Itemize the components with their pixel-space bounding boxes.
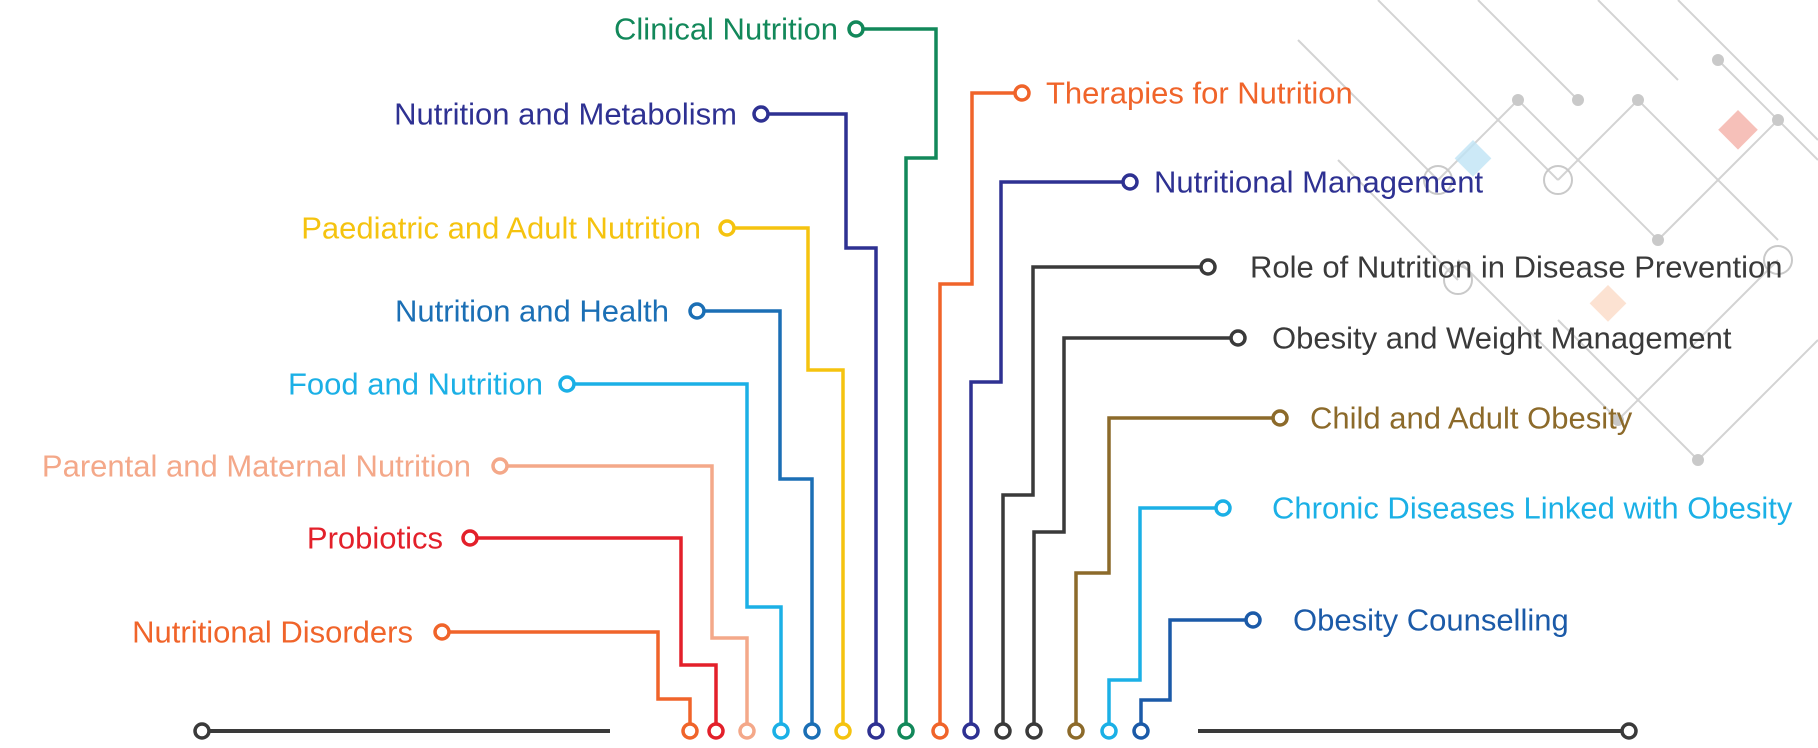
base-node-chronic-diseases-linked-with-obesity — [1100, 722, 1118, 740]
right-baseline-end-node — [1620, 722, 1638, 740]
base-node-nutrition-and-health — [803, 722, 821, 740]
topic-nutritional-disorders[interactable]: Nutritional Disorders — [132, 614, 413, 650]
topic-food-and-nutrition[interactable]: Food and Nutrition — [287, 366, 543, 402]
connector-paediatric-and-adult-nutrition — [727, 226, 845, 731]
base-node-nutrition-and-metabolism — [867, 722, 885, 740]
label-node-nutritional-management — [1121, 173, 1139, 191]
circuit-pattern-background — [1297, 0, 1818, 466]
label-node-obesity-counselling — [1244, 611, 1262, 629]
label-node-role-of-nutrition-in-disease-prevention — [1199, 258, 1217, 276]
topic-nutrition-and-health[interactable]: Nutrition and Health — [395, 293, 669, 329]
base-node-clinical-nutrition — [897, 722, 915, 740]
label-node-therapies-for-nutrition — [1013, 84, 1031, 102]
connector-obesity-counselling — [1139, 618, 1253, 731]
base-node-therapies-for-nutrition — [931, 722, 949, 740]
connector-nutrition-and-health — [697, 309, 814, 731]
label-node-paediatric-and-adult-nutrition — [718, 219, 736, 237]
topic-obesity-counselling[interactable]: Obesity Counselling — [1293, 602, 1569, 638]
connector-nutritional-disorders — [442, 630, 692, 731]
connector-role-of-nutrition-in-disease-prevention — [1001, 265, 1208, 731]
decorative-diamond — [1589, 285, 1627, 322]
connector-parental-and-maternal-nutrition — [500, 464, 749, 731]
label-node-probiotics — [461, 529, 479, 547]
label-node-obesity-and-weight-management — [1229, 329, 1247, 347]
connector-nutritional-management — [969, 180, 1130, 731]
label-node-nutritional-disorders — [433, 623, 451, 641]
connector-food-and-nutrition — [567, 382, 783, 731]
connector-probiotics — [470, 536, 718, 731]
connector-therapies-for-nutrition — [938, 91, 1022, 731]
base-node-paediatric-and-adult-nutrition — [834, 722, 852, 740]
topic-obesity-and-weight-management[interactable]: Obesity and Weight Management — [1272, 320, 1732, 356]
base-node-obesity-and-weight-management — [1025, 722, 1043, 740]
left-baseline-end-node — [193, 722, 211, 740]
base-node-nutritional-management — [962, 722, 980, 740]
topic-chronic-diseases-linked-with-obesity[interactable]: Chronic Diseases Linked with Obesity — [1272, 490, 1793, 526]
label-node-clinical-nutrition — [847, 20, 865, 38]
connector-child-and-adult-obesity — [1074, 416, 1280, 731]
base-node-nutritional-disorders — [681, 722, 699, 740]
base-node-child-and-adult-obesity — [1067, 722, 1085, 740]
topic-nutrition-and-metabolism[interactable]: Nutrition and Metabolism — [394, 96, 737, 132]
connector-nutrition-and-metabolism — [761, 112, 878, 731]
base-node-obesity-counselling — [1132, 722, 1150, 740]
base-node-role-of-nutrition-in-disease-prevention — [994, 722, 1012, 740]
label-node-chronic-diseases-linked-with-obesity — [1214, 499, 1232, 517]
connector-obesity-and-weight-management — [1032, 336, 1238, 731]
label-node-food-and-nutrition — [558, 375, 576, 393]
label-node-nutrition-and-metabolism — [752, 105, 770, 123]
connector-clinical-nutrition — [856, 27, 938, 731]
topic-therapies-for-nutrition[interactable]: Therapies for Nutrition — [1046, 75, 1353, 111]
topic-nutritional-management[interactable]: Nutritional Management — [1154, 164, 1484, 200]
topic-parental-and-maternal-nutrition[interactable]: Parental and Maternal Nutrition — [41, 448, 471, 484]
base-node-parental-and-maternal-nutrition — [738, 722, 756, 740]
label-node-child-and-adult-obesity — [1271, 409, 1289, 427]
label-node-parental-and-maternal-nutrition — [491, 457, 509, 475]
topic-child-and-adult-obesity[interactable]: Child and Adult Obesity — [1310, 400, 1633, 436]
topic-role-of-nutrition-in-disease-prevention[interactable]: Role of Nutrition in Disease Prevention — [1250, 249, 1783, 285]
topic-paediatric-and-adult-nutrition[interactable]: Paediatric and Adult Nutrition — [301, 210, 701, 246]
topic-clinical-nutrition[interactable]: Clinical Nutrition — [614, 11, 838, 47]
base-node-probiotics — [707, 722, 725, 740]
connector-chronic-diseases-linked-with-obesity — [1107, 506, 1223, 731]
label-node-nutrition-and-health — [688, 302, 706, 320]
base-node-food-and-nutrition — [772, 722, 790, 740]
decorative-diamond — [1718, 109, 1758, 150]
topic-probiotics[interactable]: Probiotics — [306, 520, 443, 556]
